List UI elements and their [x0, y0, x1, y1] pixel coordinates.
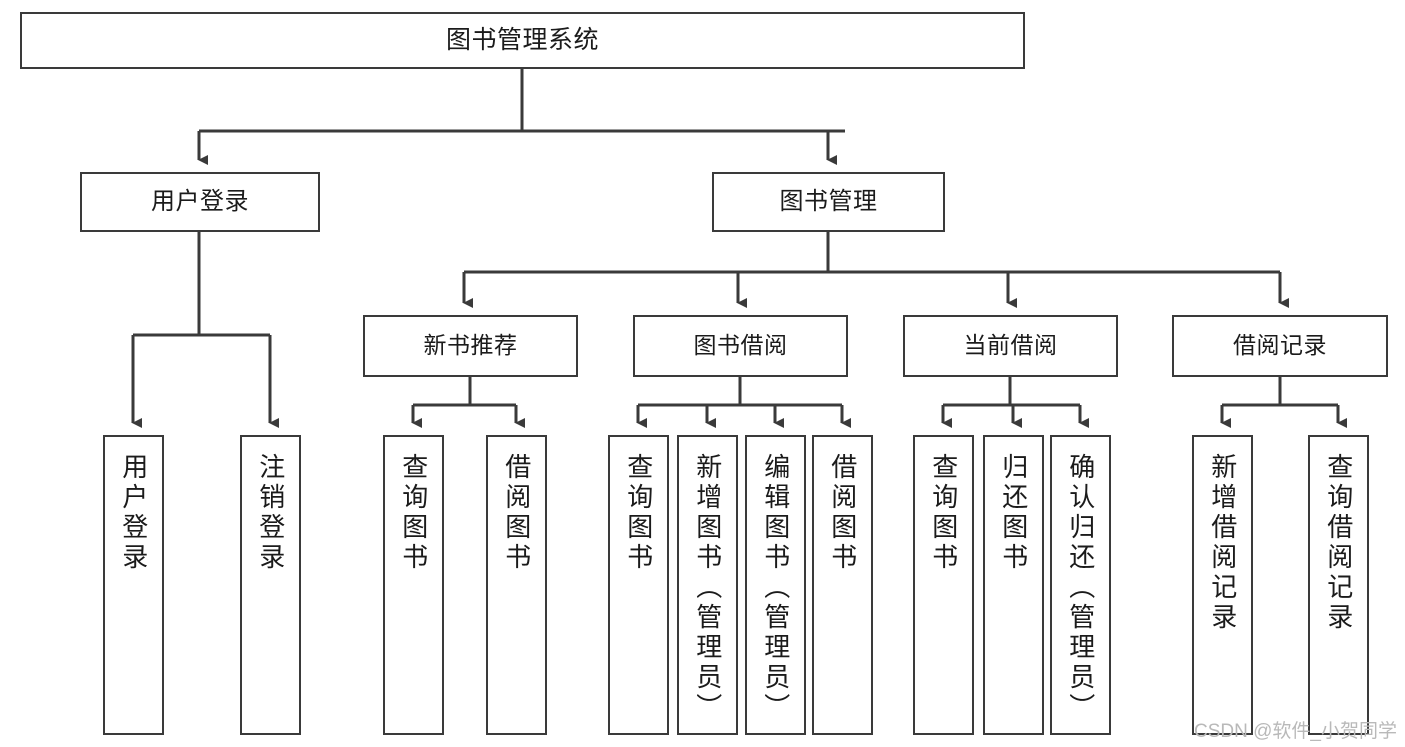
node-label: 借阅图书 [827, 453, 858, 573]
node-label: 用户登录 [118, 453, 149, 573]
node-label: 新增借阅记录 [1207, 453, 1238, 633]
node-label: 编辑图书（管理员） [760, 453, 791, 723]
node-label: 查询借阅记录 [1323, 453, 1354, 633]
node-label: 新书推荐 [423, 332, 518, 359]
node-root-system[interactable]: 图书管理系统 [20, 12, 1025, 69]
leaf-current-return-book[interactable]: 归还图书 [983, 435, 1044, 735]
node-user-login[interactable]: 用户登录 [80, 172, 320, 232]
leaf-record-query-record[interactable]: 查询借阅记录 [1308, 435, 1369, 735]
leaf-recommend-query-book[interactable]: 查询图书 [383, 435, 444, 735]
node-label: 图书借阅 [693, 332, 788, 359]
node-label: 图书管理 [779, 187, 878, 215]
leaf-borrow-edit-book-admin[interactable]: 编辑图书（管理员） [745, 435, 806, 735]
node-label: 当前借阅 [963, 332, 1058, 359]
leaf-recommend-borrow-book[interactable]: 借阅图书 [486, 435, 547, 735]
leaf-borrow-add-book-admin[interactable]: 新增图书（管理员） [677, 435, 738, 735]
node-new-book-recommend[interactable]: 新书推荐 [363, 315, 578, 377]
leaf-user-login-logout[interactable]: 注销登录 [240, 435, 301, 735]
leaf-record-add-record[interactable]: 新增借阅记录 [1192, 435, 1253, 735]
node-label: 借阅记录 [1233, 332, 1327, 359]
node-label: 查询图书 [928, 453, 959, 573]
leaf-borrow-query-book[interactable]: 查询图书 [608, 435, 669, 735]
leaf-current-query-book[interactable]: 查询图书 [913, 435, 974, 735]
leaf-user-login-login[interactable]: 用户登录 [103, 435, 164, 735]
node-label: 注销登录 [255, 453, 286, 573]
node-borrow-record[interactable]: 借阅记录 [1172, 315, 1388, 377]
node-label: 图书管理系统 [445, 25, 599, 54]
node-book-management[interactable]: 图书管理 [712, 172, 945, 232]
leaf-borrow-borrow-book[interactable]: 借阅图书 [812, 435, 873, 735]
node-label: 查询图书 [398, 453, 429, 573]
node-label: 归还图书 [998, 453, 1029, 573]
node-label: 查询图书 [623, 453, 654, 573]
node-current-borrow[interactable]: 当前借阅 [903, 315, 1118, 377]
csdn-watermark: CSDN @软件_小贺同学 [1194, 721, 1397, 742]
node-book-borrow[interactable]: 图书借阅 [633, 315, 848, 377]
node-label: 新增图书（管理员） [692, 453, 723, 723]
node-label: 借阅图书 [501, 453, 532, 573]
node-label: 确认归还（管理员） [1065, 453, 1096, 723]
leaf-current-confirm-return-admin[interactable]: 确认归还（管理员） [1050, 435, 1111, 735]
node-label: 用户登录 [151, 187, 249, 215]
